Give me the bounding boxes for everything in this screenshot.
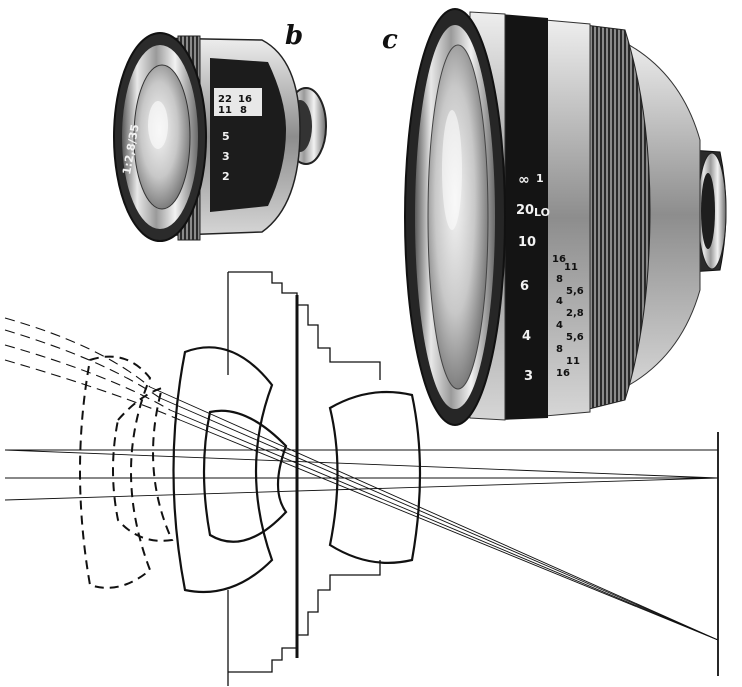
distance-mark: ∞ xyxy=(518,172,530,188)
distance-mark: 4 xyxy=(522,329,531,344)
distance-mark: 20 xyxy=(516,203,534,218)
element-front xyxy=(172,346,274,594)
dof-mark: 16 xyxy=(552,254,566,265)
focus-mark: 5 xyxy=(222,130,230,143)
distance-scale-c: 1 ∞ LO 20 10 6 4 3 xyxy=(516,172,550,384)
dashed-front-elements xyxy=(79,355,174,589)
dof-scale-c: 16 11 8 5,6 4 2,8 4 5,6 8 11 16 xyxy=(552,254,584,379)
dof-mark: 11 xyxy=(564,262,578,273)
aperture-scale-b: 22 16 11 8 xyxy=(218,94,252,116)
dof-mark: 2,8 xyxy=(566,308,584,319)
lens-photo-c: 1 ∞ LO 20 10 6 4 3 16 11 8 5,6 4 2,8 4 5… xyxy=(404,8,727,426)
distance-mark: LO xyxy=(534,206,550,219)
distance-mark: 1 xyxy=(536,172,544,185)
focus-mark: 2 xyxy=(222,170,230,183)
focus-scale-b: 5 3 2 xyxy=(222,130,230,183)
oblique-rays-dashed xyxy=(4,317,181,421)
element-inner xyxy=(202,409,288,543)
light-rays xyxy=(4,386,719,641)
panel-label-c: c xyxy=(382,25,398,55)
dof-mark: 11 xyxy=(566,356,580,367)
lens-elements xyxy=(172,346,422,594)
element-rear xyxy=(328,390,422,564)
dof-mark: 8 xyxy=(556,344,563,355)
dof-mark: 16 xyxy=(556,368,570,379)
distance-mark: 3 xyxy=(524,369,533,384)
dof-mark: 5,6 xyxy=(566,332,584,343)
dof-mark: 8 xyxy=(556,274,563,285)
lens-photo-b: 22 16 11 8 5 3 2 1:2,8/35 xyxy=(113,32,327,242)
dof-mark: 4 xyxy=(556,320,563,331)
focus-mark: 3 xyxy=(222,150,230,163)
aperture-mark: 11 xyxy=(218,105,232,116)
aperture-mark: 22 xyxy=(218,94,232,105)
panel-label-b: b xyxy=(285,21,303,51)
aperture-mark: 8 xyxy=(240,105,247,116)
dof-mark: 4 xyxy=(556,296,563,307)
distance-mark: 10 xyxy=(518,235,536,250)
aperture-mark: 16 xyxy=(238,94,252,105)
optical-diagram xyxy=(4,271,719,686)
distance-mark: 6 xyxy=(520,279,529,294)
dof-mark: 5,6 xyxy=(566,286,584,297)
lens-mount-outline xyxy=(227,271,381,686)
